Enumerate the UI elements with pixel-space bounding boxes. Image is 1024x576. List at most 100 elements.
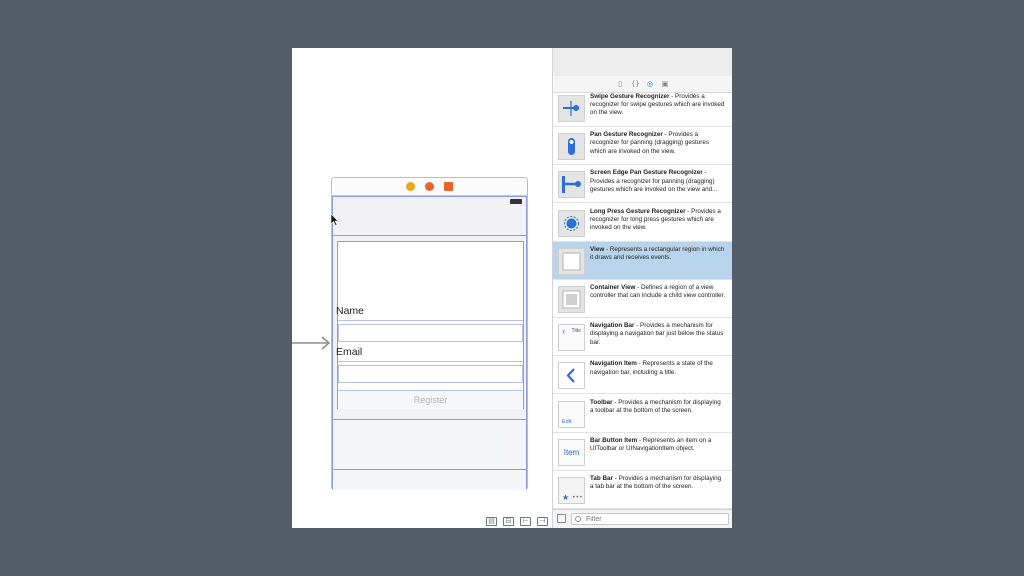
mouse-cursor-icon xyxy=(331,214,339,226)
library-item-view[interactable]: View - Represents a rectangular region i… xyxy=(553,241,732,280)
bottom-area xyxy=(333,419,526,490)
email-label[interactable]: Email xyxy=(336,346,363,358)
library-item-pan-gesture[interactable]: Pan Gesture Recognizer - Provides a reco… xyxy=(553,127,732,166)
align-icon[interactable]: ⊟ xyxy=(503,517,514,526)
filter-bar xyxy=(553,509,732,528)
svg-text:•••: ••• xyxy=(572,494,583,501)
library-item-description: Navigation Bar - Provides a mechanism fo… xyxy=(590,322,726,347)
xcode-window: Name Email Register ▤ ⊟ ⊢ ⊣ xyxy=(292,48,732,528)
email-label-row[interactable]: Email xyxy=(336,344,523,362)
chevron-left-icon: ‹ xyxy=(562,326,566,337)
library-item-description: Screen Edge Pan Gesture Recognizer - Pro… xyxy=(590,169,726,194)
library-tabs: ▯ {} ◎ ▣ xyxy=(553,76,732,92)
name-label-row[interactable]: Name xyxy=(336,303,523,321)
navigation-item-icon xyxy=(558,362,585,390)
library-item-desc: - Provides a mechanism for displaying a … xyxy=(590,398,721,414)
library-item-title: Navigation Bar xyxy=(590,322,635,330)
image-view[interactable] xyxy=(338,242,523,304)
pan-gesture-icon xyxy=(558,133,585,161)
library-item-desc: - Defines a region of a view controller … xyxy=(590,284,726,300)
long-press-icon xyxy=(558,209,585,237)
library-item-swipe-gesture[interactable]: Swipe Gesture Recognizer - Provides a re… xyxy=(553,93,732,127)
root-view[interactable]: Name Email Register xyxy=(332,196,527,490)
library-item-title: Swipe Gesture Recognizer xyxy=(590,93,670,100)
library-item-long-press[interactable]: Long Press Gesture Recognizer - Provides… xyxy=(553,203,732,242)
object-library-icon[interactable]: ◎ xyxy=(646,80,654,88)
library-item-title: Tab Bar xyxy=(590,475,613,482)
library-item-title: Container View xyxy=(590,284,636,291)
canvas-toolbar: ▤ ⊟ ⊢ ⊣ xyxy=(486,517,548,526)
library-item-bar-button-item[interactable]: Item Bar Button Item - Represents an item… xyxy=(553,432,732,471)
library-item-description: Navigation Item - Represents a state of … xyxy=(590,360,726,376)
bottom-guide-line xyxy=(333,469,526,470)
entry-point-arrow[interactable] xyxy=(292,336,332,350)
object-library-list[interactable]: Swipe Gesture Recognizer - Provides a re… xyxy=(553,92,732,511)
library-item-description: Long Press Gesture Recognizer - Provides… xyxy=(590,208,726,233)
library-item-description: Tab Bar - Provides a mechanism for displ… xyxy=(590,475,726,491)
stack-view[interactable]: Name Email Register xyxy=(336,241,524,409)
library-item-title: Toolbar xyxy=(590,398,613,406)
status-bar xyxy=(333,197,526,207)
scene-dock xyxy=(332,178,527,196)
utilities-panel: ▯ {} ◎ ▣ Swipe Gesture Recognizer - Prov… xyxy=(552,48,732,528)
library-item-container-view[interactable]: Container View - Defines a region of a v… xyxy=(553,280,732,318)
library-item-title: Navigation Item xyxy=(590,360,637,368)
library-item-desc: - Provides a mechanism for displaying a … xyxy=(590,322,724,346)
exit-icon[interactable] xyxy=(444,182,453,191)
library-item-title: Long Press Gesture Recognizer xyxy=(590,207,686,215)
name-label[interactable]: Name xyxy=(336,305,365,317)
filter-input[interactable] xyxy=(571,513,729,525)
library-item-desc: - Represents an item on a UIToolbar or U… xyxy=(590,436,712,452)
view-controller-scene[interactable]: Name Email Register xyxy=(331,177,528,490)
library-item-description: Swipe Gesture Recognizer - Provides a re… xyxy=(590,93,726,118)
svg-text:★: ★ xyxy=(562,493,569,502)
email-text-field[interactable] xyxy=(338,365,523,383)
battery-icon xyxy=(510,199,522,204)
thumb-label: Edit xyxy=(562,418,572,425)
view-icon xyxy=(558,247,585,275)
library-item-desc: - Provides a recognizer for panning (dra… xyxy=(590,169,718,193)
file-template-icon[interactable]: ▯ xyxy=(618,80,622,88)
library-item-title: Screen Edge Pan Gesture Recognizer xyxy=(590,169,703,177)
library-item-title: Pan Gesture Recognizer xyxy=(590,131,663,139)
library-item-description: Toolbar - Provides a mechanism for displ… xyxy=(590,399,726,415)
top-bar-area xyxy=(333,197,526,236)
library-item-description: Container View - Defines a region of a v… xyxy=(590,284,726,300)
media-library-icon[interactable]: ▣ xyxy=(661,80,669,88)
pin-icon[interactable]: ⊢ xyxy=(520,517,531,526)
resolve-issues-icon[interactable]: ⊣ xyxy=(537,517,548,526)
navigation-bar-icon: ‹Title xyxy=(558,324,585,352)
library-item-desc: - Represents a state of the navigation b… xyxy=(590,360,713,376)
code-snippet-icon[interactable]: {} xyxy=(631,80,640,88)
library-item-description: Bar Button Item - Represents an item on … xyxy=(590,437,726,453)
embed-stack-icon[interactable]: ▤ xyxy=(486,517,497,526)
name-text-field[interactable] xyxy=(338,324,523,342)
thumb-label: Item xyxy=(563,447,580,457)
library-item-description: View - Represents a rectangular region i… xyxy=(590,246,726,262)
library-item-navigation-item[interactable]: Navigation Item - Represents a state of … xyxy=(553,356,732,395)
library-item-tab-bar[interactable]: ★••• Tab Bar - Provides a mechanism for d… xyxy=(553,471,732,509)
view-controller-icon[interactable] xyxy=(406,182,415,191)
library-item-title: Bar Button Item xyxy=(590,436,638,444)
swipe-gesture-icon xyxy=(558,95,585,122)
library-item-desc: - Provides a recognizer for panning (dra… xyxy=(590,131,710,155)
library-item-desc: - Represents a rectangular region in whi… xyxy=(590,245,725,261)
library-item-toolbar[interactable]: Edit Toolbar - Provides a mechanism for d… xyxy=(553,394,732,433)
inspector-area xyxy=(553,48,732,77)
bar-button-item-icon: Item xyxy=(558,438,585,466)
filter-icon xyxy=(575,516,581,522)
library-item-screen-edge-pan[interactable]: Screen Edge Pan Gesture Recognizer - Pro… xyxy=(553,165,732,204)
screen-edge-pan-icon xyxy=(558,171,585,199)
tab-bar-icon: ★••• xyxy=(558,477,585,504)
register-button[interactable]: Register xyxy=(338,390,523,409)
first-responder-icon[interactable] xyxy=(425,182,434,191)
storyboard-canvas[interactable]: Name Email Register ▤ ⊟ ⊢ ⊣ xyxy=(292,48,552,528)
container-view-icon xyxy=(558,286,585,313)
toolbar-icon: Edit xyxy=(558,400,585,428)
library-item-title: View xyxy=(590,245,605,253)
library-item-description: Pan Gesture Recognizer - Provides a reco… xyxy=(590,131,726,156)
library-item-desc: - Provides a recognizer for swipe gestur… xyxy=(590,93,725,117)
library-item-desc: - Provides a recognizer for long press g… xyxy=(590,207,721,231)
grid-view-toggle-icon[interactable] xyxy=(557,514,566,523)
